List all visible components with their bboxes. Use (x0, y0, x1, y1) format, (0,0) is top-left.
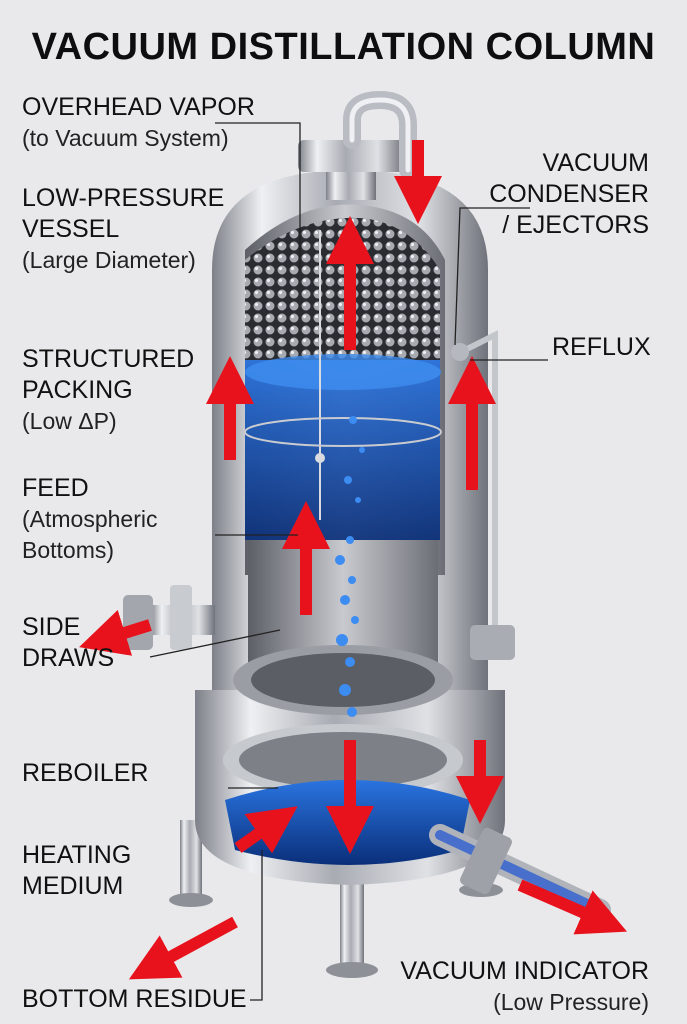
arrow-bottom-residue (128, 916, 238, 980)
label-side-draws: SIDE DRAWS (22, 613, 115, 672)
label-vacuum-indicator: VACUUM INDICATOR (Low Pressure) (400, 957, 649, 1015)
arrow-side-draw (79, 609, 152, 656)
reflux-line (451, 330, 515, 660)
label-vacuum-condenser: VACUUM CONDENSER / EJECTORS (489, 149, 649, 239)
label-bottom-residue: BOTTOM RESIDUE (22, 985, 247, 1013)
label-reflux: REFLUX (552, 333, 651, 361)
overhead-nozzle (298, 90, 417, 200)
label-structured-packing: STRUCTURED PACKING (Low ΔP) (22, 345, 195, 434)
label-heating-medium: HEATING MEDIUM (22, 841, 132, 900)
arrow-vacuum-outlet (517, 879, 628, 935)
flow-arrows (79, 140, 628, 980)
leader-lines (149, 122, 548, 1001)
vapor-bubbles (335, 416, 365, 717)
side-draw-nozzle (123, 585, 215, 650)
label-overhead-vapor: OVERHEAD VAPOR (to Vacuum System) (22, 93, 255, 151)
diagram-title: VACUUM DISTILLATION COLUMN (31, 26, 656, 68)
bottom-outlet-pipe (429, 824, 611, 921)
label-feed: FEED (Atmospheric Bottoms) (22, 474, 158, 563)
cutaway-interior (223, 204, 470, 865)
label-reboiler: REBOILER (22, 759, 149, 787)
arrow-heating-in (234, 806, 298, 854)
label-low-pressure-vessel: LOW-PRESSURE VESSEL (Large Diameter) (22, 184, 225, 273)
